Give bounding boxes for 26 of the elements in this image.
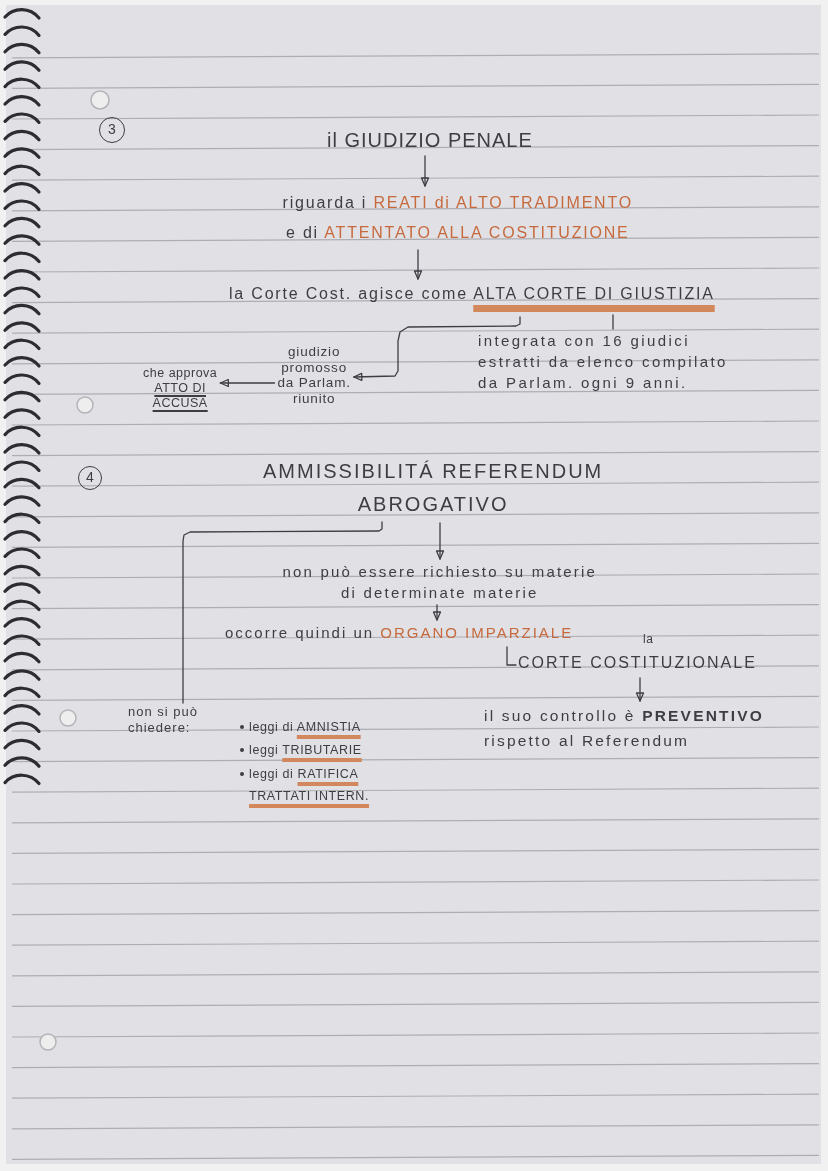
arrow (219, 378, 276, 388)
note-text: la (643, 632, 654, 646)
arrow (420, 155, 430, 187)
connector-line (182, 521, 383, 704)
note-text: che approva ATTO DI ACCUSA (143, 366, 218, 414)
list-item: leggi di RATIFICA TRATTATI INTERN. (249, 765, 369, 805)
note-text: CORTE COSTITUZIONALE (518, 653, 757, 673)
list-item: leggi TRIBUTARIE (249, 741, 362, 759)
arrow (432, 604, 442, 621)
note-text: riguarda i REATI di ALTO TRADIMENTO e di ATTENTATO ALLA COSTITUZIONE (282, 188, 633, 248)
note-text: il suo controllo è PREVENTIVO rispetto al Referendum (484, 703, 765, 753)
heading: il GIUDIZIO PENALE (327, 126, 533, 154)
heading: AMMISSIBILITÁ REFERENDUM ABROGATIVO (263, 455, 604, 521)
list-item: leggi di AMNISTIA (249, 718, 361, 736)
arrow (435, 522, 445, 560)
note-text: la Corte Cost. agisce come ALTA CORTE DI GIUSTIZIA (229, 281, 715, 315)
arrow (635, 677, 645, 702)
connector-line (506, 646, 517, 666)
note-text: occorre quindi un ORGANO IMPARZIALE (225, 622, 574, 644)
note-text: giudizio promosso da Parlam. riunito (277, 344, 351, 406)
connector-line (612, 314, 614, 330)
note-text: non può essere richiesto su materie di determinate materie (282, 561, 598, 603)
arrow (413, 249, 423, 280)
note-text: integrata con 16 giudici estratti da elenco compilato da Parlam. ogni 9 anni. (478, 330, 728, 393)
note-text: non si può chiedere: (128, 704, 198, 736)
arrow (353, 316, 521, 381)
